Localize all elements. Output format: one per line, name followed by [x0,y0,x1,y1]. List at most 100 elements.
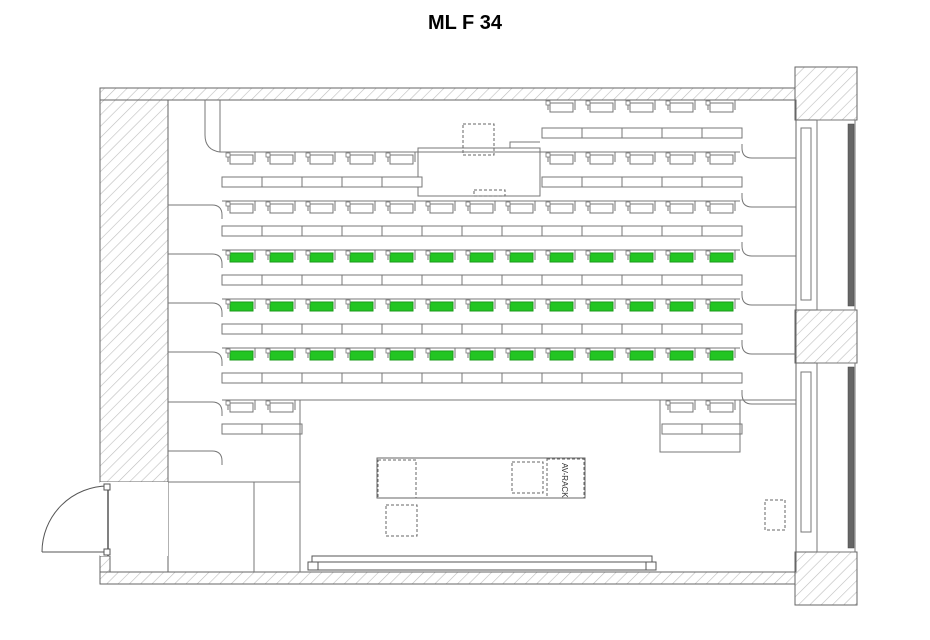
seat[interactable] [385,299,416,312]
seat[interactable] [705,250,736,263]
seat[interactable] [505,250,536,263]
wall-top [99,87,797,101]
wall-left [99,99,169,483]
seat[interactable] [665,250,696,263]
seat[interactable] [545,348,576,361]
board-rail [311,555,653,563]
seat[interactable] [545,250,576,263]
seat[interactable] [705,100,736,113]
seat[interactable] [625,348,656,361]
seat[interactable] [585,201,616,214]
seat[interactable] [705,400,736,413]
podium-area: AV-RACK [168,399,796,572]
seat[interactable] [345,299,376,312]
seat[interactable] [225,348,256,361]
seat[interactable] [345,201,376,214]
seat[interactable] [665,400,696,413]
seat[interactable] [505,201,536,214]
seat[interactable] [705,201,736,214]
seat[interactable] [465,201,496,214]
seat[interactable] [545,201,576,214]
seat[interactable] [585,299,616,312]
entrance-door [41,482,168,556]
seat[interactable] [425,250,456,263]
seat-row-2 [222,200,740,214]
seat[interactable] [545,100,576,113]
seat[interactable] [265,299,296,312]
seat-row-0 [545,100,736,113]
seat[interactable] [705,348,736,361]
seat[interactable] [225,250,256,263]
seat[interactable] [425,201,456,214]
pillar-bottom-right [794,551,858,606]
dashed-box-small [473,189,506,197]
seat[interactable] [225,152,256,165]
seat[interactable] [345,152,376,165]
seat[interactable] [585,348,616,361]
seat[interactable] [705,299,736,312]
seat[interactable] [585,250,616,263]
desk-row-5 [221,372,743,384]
seat[interactable] [425,299,456,312]
seat[interactable] [385,201,416,214]
seat[interactable] [265,152,296,165]
desk-row-3 [221,274,743,286]
aisle-steps [168,144,796,465]
seat[interactable] [345,250,376,263]
lectern-desk [376,457,586,499]
seat[interactable] [505,348,536,361]
seat[interactable] [305,201,336,214]
room-title: ML F 34 [427,12,503,34]
pillar-mid-right [794,309,858,364]
pillar-top-right [794,66,858,121]
seat[interactable] [305,348,336,361]
seat[interactable] [385,250,416,263]
seat[interactable] [425,348,456,361]
seat[interactable] [305,299,336,312]
seat[interactable] [625,201,656,214]
seat[interactable] [665,299,696,312]
seat[interactable] [545,152,576,165]
seat[interactable] [585,100,616,113]
seat[interactable] [625,250,656,263]
seat[interactable] [265,250,296,263]
dashed-box-floor [385,504,418,537]
seat[interactable] [465,250,496,263]
wall-bottom-left [99,555,111,573]
seat[interactable] [585,152,616,165]
seat[interactable] [265,348,296,361]
seat-row-4 [222,298,740,312]
desk-row-0 [541,127,743,139]
seat[interactable] [305,250,336,263]
seat[interactable] [665,201,696,214]
desk-dashed-mid [511,461,544,494]
seat[interactable] [665,152,696,165]
seat[interactable] [465,299,496,312]
seat[interactable] [625,299,656,312]
seat[interactable] [265,400,296,413]
seat[interactable] [225,299,256,312]
seat[interactable] [665,100,696,113]
seat[interactable] [225,201,256,214]
seat[interactable] [505,299,536,312]
seat[interactable] [225,400,256,413]
seat-row-5 [222,347,740,361]
desk-row-1 [221,176,743,188]
room-interior [167,99,797,573]
seat[interactable] [305,152,336,165]
seat[interactable] [385,152,416,165]
seat[interactable] [465,348,496,361]
seat[interactable] [625,152,656,165]
seat[interactable] [545,299,576,312]
top-tier [204,100,541,197]
seat[interactable] [345,348,376,361]
seat[interactable] [705,152,736,165]
desk-row-4 [221,323,743,335]
seat[interactable] [625,100,656,113]
seat[interactable] [265,201,296,214]
desk-row-2 [221,225,743,237]
seat[interactable] [665,348,696,361]
seating-area [221,100,743,435]
seat[interactable] [385,348,416,361]
